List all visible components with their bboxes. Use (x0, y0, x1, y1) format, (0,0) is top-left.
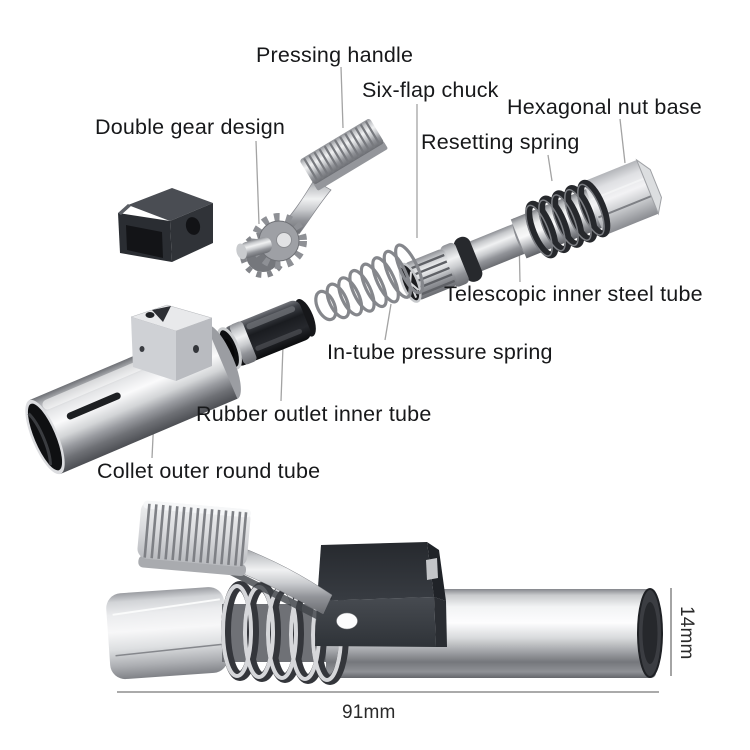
assembled-product (106, 500, 663, 685)
leader-hexagonal-nut-base (619, 118, 626, 164)
leader-double-gear (255, 140, 260, 225)
chuck-assembly-part (398, 158, 662, 303)
assembled-lever (137, 500, 333, 620)
collet-outer-round-tube-part (25, 304, 241, 475)
in-tube-pressure-spring-part (314, 243, 425, 322)
leader-pressing-handle (340, 66, 344, 129)
leader-resetting-spring (547, 154, 553, 182)
label-hexagonal-nut-base: Hexagonal nut base (507, 95, 702, 119)
label-rubber-outlet-inner-tube: Rubber outlet inner tube (196, 402, 432, 426)
leader-in-tube-spring (384, 303, 392, 341)
label-six-flap-chuck: Six-flap chuck (362, 78, 499, 102)
assembled-block (315, 542, 447, 647)
telescopic-neck (463, 221, 532, 274)
label-pressing-handle: Pressing handle (256, 43, 414, 67)
leader-rubber-tube (280, 345, 284, 402)
pressing-handle-part (236, 119, 388, 278)
label-telescopic-inner-steel-tube: Telescopic inner steel tube (444, 282, 703, 306)
clip-part (118, 188, 213, 262)
resetting-spring-part (525, 179, 611, 259)
assembled-hex-nut (106, 587, 228, 680)
rubber-outlet-inner-tube-part (216, 298, 316, 370)
block-hole (336, 612, 358, 630)
label-in-tube-pressure-spring: In-tube pressure spring (327, 340, 553, 364)
length-dimension-value: 91mm (342, 702, 396, 723)
collet-mount-block (130, 304, 213, 381)
double-gear (236, 213, 307, 278)
diameter-dimension-value: 14mm (676, 606, 697, 660)
label-resetting-spring: Resetting spring (421, 130, 580, 154)
label-collet-outer-round-tube: Collet outer round tube (97, 459, 321, 483)
label-double-gear-design: Double gear design (95, 115, 286, 139)
dimension-lines (117, 588, 672, 693)
